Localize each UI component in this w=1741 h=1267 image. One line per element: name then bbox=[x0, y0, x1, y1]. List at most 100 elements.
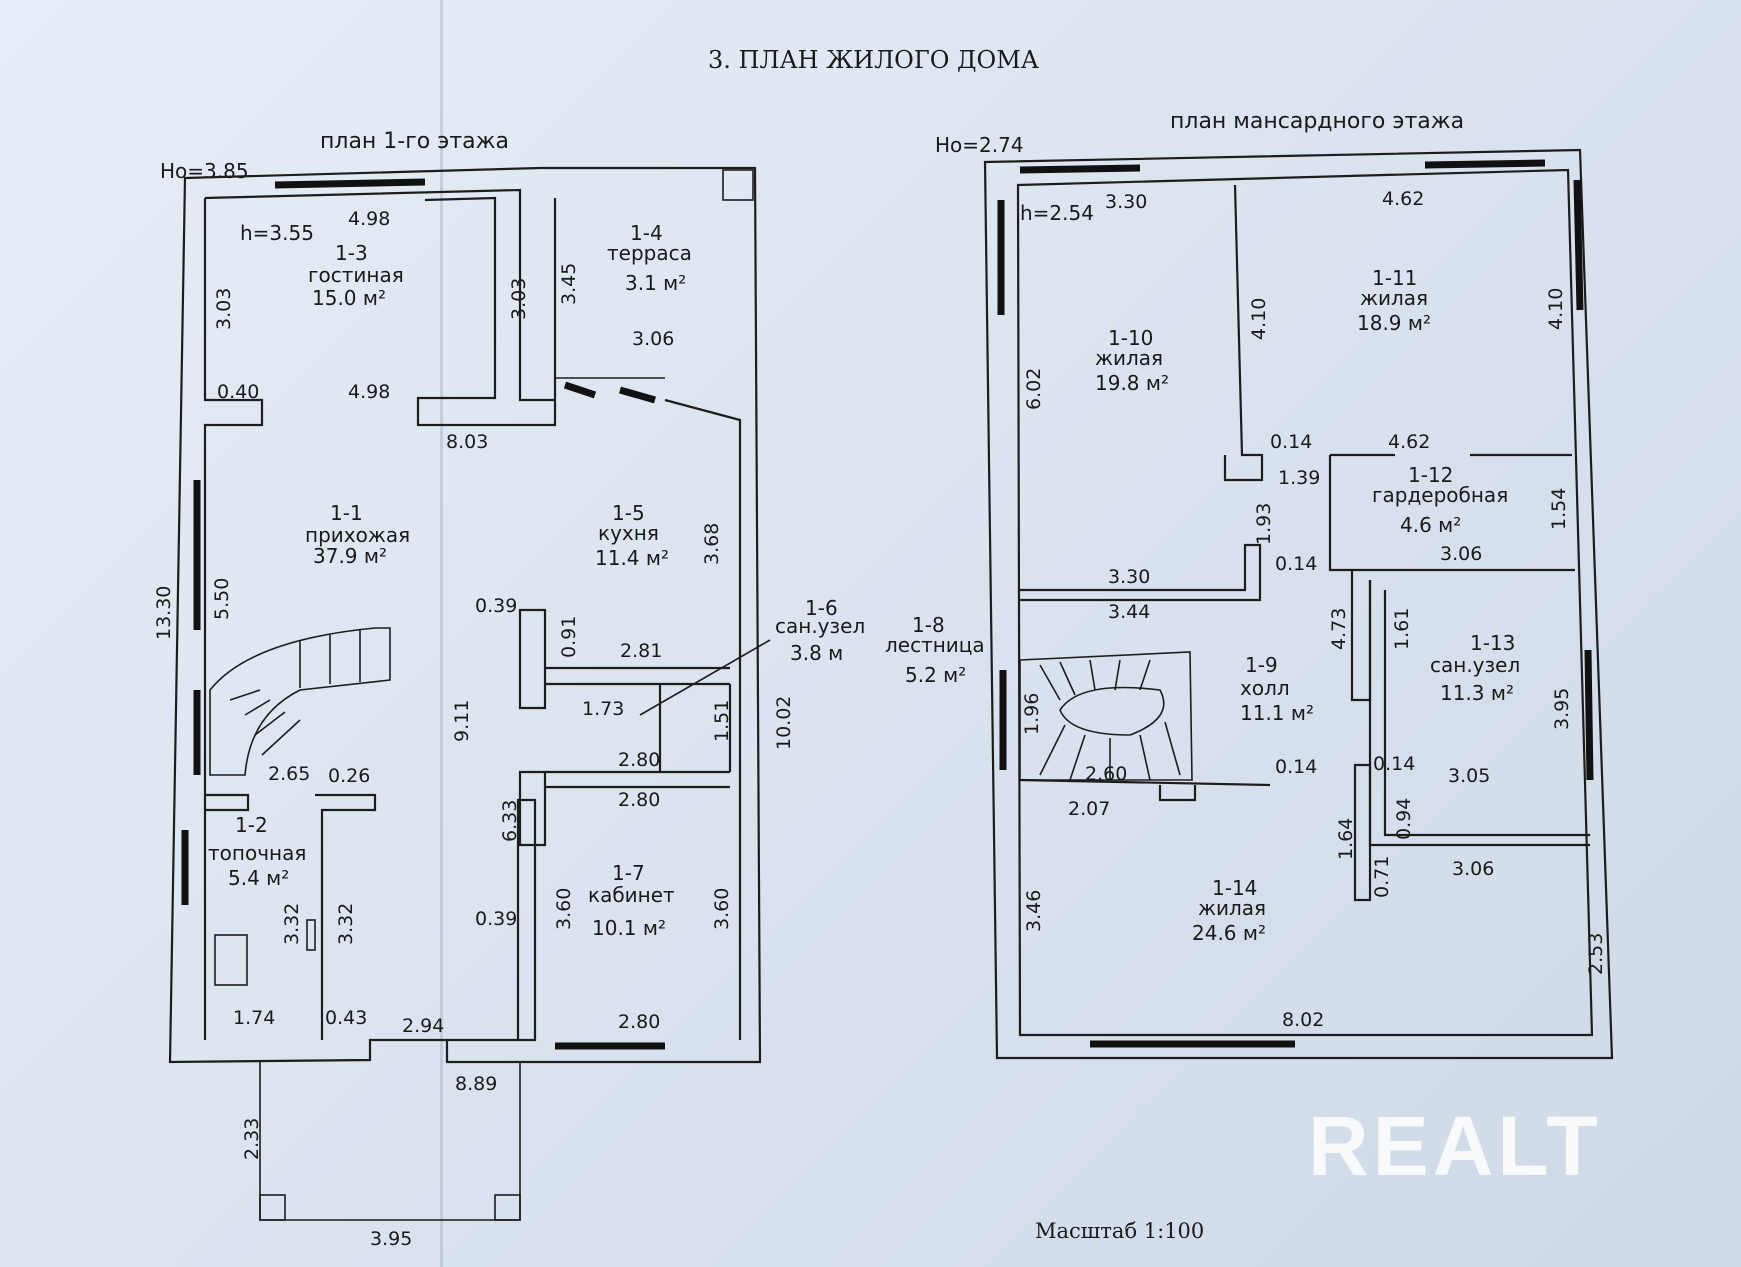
svg-text:0.39: 0.39 bbox=[475, 908, 517, 930]
room-1-2: 1-2 топочная 5.4 м² bbox=[208, 813, 306, 890]
svg-text:8.89: 8.89 bbox=[455, 1073, 497, 1095]
svg-text:4.98: 4.98 bbox=[348, 208, 390, 230]
svg-text:3.95: 3.95 bbox=[370, 1228, 412, 1250]
terrace-door-right bbox=[619, 386, 656, 404]
svg-text:3.03: 3.03 bbox=[508, 278, 530, 320]
svg-text:37.9 м²: 37.9 м² bbox=[313, 544, 387, 568]
svg-text:прихожая: прихожая bbox=[305, 523, 410, 547]
room-1-12: 1-12 гардеробная 4.6 м² bbox=[1372, 463, 1508, 537]
svg-text:24.6 м²: 24.6 м² bbox=[1192, 921, 1266, 945]
first-floor-caption: план 1-го этажа bbox=[320, 129, 509, 154]
boiler-door bbox=[306, 919, 316, 951]
kitchen-pillar bbox=[518, 608, 547, 710]
svg-text:3.32: 3.32 bbox=[335, 903, 357, 945]
svg-text:8.02: 8.02 bbox=[1282, 1009, 1324, 1031]
svg-text:4.62: 4.62 bbox=[1382, 188, 1424, 210]
svg-text:2.33: 2.33 bbox=[241, 1118, 263, 1160]
svg-text:0.94: 0.94 bbox=[1393, 798, 1415, 840]
scale-label: Масштаб 1:100 bbox=[1035, 1219, 1204, 1243]
svg-text:1-5: 1-5 bbox=[612, 501, 645, 525]
bath-lower-wall bbox=[545, 770, 730, 789]
attic-ho-label: Ho=2.74 bbox=[935, 133, 1024, 157]
first-floor-plan bbox=[168, 166, 762, 1221]
first-inner-wall-top bbox=[204, 188, 555, 402]
svg-text:3.06: 3.06 bbox=[632, 328, 674, 350]
svg-text:1.64: 1.64 bbox=[1335, 818, 1357, 860]
svg-text:1-6: 1-6 bbox=[805, 596, 838, 620]
svg-text:1-8: 1-8 bbox=[912, 613, 945, 637]
svg-text:4.98: 4.98 bbox=[348, 381, 390, 403]
svg-text:4.10: 4.10 bbox=[1248, 298, 1270, 340]
svg-text:3.30: 3.30 bbox=[1105, 191, 1147, 213]
svg-text:2.81: 2.81 bbox=[620, 640, 662, 662]
svg-text:1-11: 1-11 bbox=[1372, 266, 1417, 290]
room-1-8: 1-8 лестница 5.2 м² bbox=[885, 613, 985, 687]
svg-text:3.1 м²: 3.1 м² bbox=[625, 271, 686, 295]
svg-text:кабинет: кабинет bbox=[588, 883, 675, 907]
svg-text:18.9 м²: 18.9 м² bbox=[1357, 311, 1431, 335]
svg-text:0.14: 0.14 bbox=[1373, 753, 1415, 775]
svg-text:8.03: 8.03 bbox=[446, 431, 488, 453]
svg-text:13.30: 13.30 bbox=[153, 586, 175, 640]
attic-outer-wall bbox=[983, 148, 1614, 1060]
svg-text:11.4 м²: 11.4 м² bbox=[595, 546, 669, 570]
attic-stair-treads bbox=[1039, 659, 1181, 781]
svg-text:3.30: 3.30 bbox=[1108, 566, 1150, 588]
svg-text:жилая: жилая bbox=[1198, 896, 1266, 920]
room-1-1: 1-1 прихожая 37.9 м² bbox=[305, 501, 410, 568]
hall-upper-wall bbox=[1020, 543, 1262, 602]
attic-inner-wall bbox=[1016, 168, 1594, 1037]
attic-staircase bbox=[1019, 651, 1193, 781]
bath-upper-wall bbox=[545, 666, 730, 686]
svg-text:кухня: кухня bbox=[598, 521, 659, 545]
svg-text:1.74: 1.74 bbox=[233, 1007, 275, 1029]
room-1-11: 1-11 жилая 18.9 м² bbox=[1357, 266, 1431, 335]
bath-side-walls bbox=[658, 684, 732, 772]
svg-text:3.95: 3.95 bbox=[1551, 688, 1573, 730]
svg-text:0.40: 0.40 bbox=[217, 381, 259, 403]
svg-text:1-10: 1-10 bbox=[1108, 326, 1153, 350]
svg-text:2.65: 2.65 bbox=[268, 763, 310, 785]
first-staircase bbox=[209, 627, 391, 776]
attic-window-4 bbox=[1573, 179, 1584, 311]
svg-text:1-13: 1-13 bbox=[1470, 631, 1515, 655]
svg-text:10.02: 10.02 bbox=[773, 696, 795, 750]
svg-text:1.51: 1.51 bbox=[711, 700, 733, 742]
svg-text:лестница: лестница bbox=[885, 633, 985, 657]
svg-text:0.14: 0.14 bbox=[1275, 553, 1317, 575]
first-floor-dimensions: 4.98 3.03 3.03 3.45 3.06 0.40 4.98 8.03 … bbox=[153, 208, 795, 1250]
room-1-3: 1-3 гостиная 15.0 м² bbox=[308, 241, 404, 310]
attic-window-2 bbox=[1424, 159, 1546, 169]
svg-text:1-7: 1-7 bbox=[612, 861, 645, 885]
svg-text:11.1 м²: 11.1 м² bbox=[1240, 701, 1314, 725]
svg-text:3.46: 3.46 bbox=[1023, 890, 1045, 932]
svg-text:жилая: жилая bbox=[1095, 346, 1163, 370]
svg-text:2.53: 2.53 bbox=[1585, 933, 1607, 975]
svg-text:3.06: 3.06 bbox=[1440, 543, 1482, 565]
svg-text:4.73: 4.73 bbox=[1328, 608, 1350, 650]
svg-text:1-12: 1-12 bbox=[1408, 463, 1453, 487]
svg-text:1-9: 1-9 bbox=[1245, 653, 1278, 677]
svg-text:1-1: 1-1 bbox=[330, 501, 363, 525]
stair-treads bbox=[229, 630, 361, 756]
svg-text:гардеробная: гардеробная bbox=[1372, 483, 1508, 507]
svg-text:4.62: 4.62 bbox=[1388, 431, 1430, 453]
realt-watermark: REALT bbox=[1308, 1099, 1602, 1193]
room-1-10: 1-10 жилая 19.8 м² bbox=[1095, 326, 1169, 395]
svg-text:5.2 м²: 5.2 м² bbox=[905, 663, 966, 687]
svg-text:0.71: 0.71 bbox=[1371, 856, 1393, 898]
svg-text:4.6 м²: 4.6 м² bbox=[1400, 513, 1461, 537]
svg-text:0.91: 0.91 bbox=[558, 616, 580, 658]
svg-text:5.50: 5.50 bbox=[211, 578, 233, 620]
svg-text:15.0 м²: 15.0 м² bbox=[312, 286, 386, 310]
svg-text:3.44: 3.44 bbox=[1108, 601, 1150, 623]
svg-text:3.68: 3.68 bbox=[701, 523, 723, 565]
svg-text:1-3: 1-3 bbox=[335, 241, 368, 265]
svg-text:2.80: 2.80 bbox=[618, 1011, 660, 1033]
svg-text:6.33: 6.33 bbox=[499, 800, 521, 842]
porch-column-right bbox=[494, 1194, 521, 1221]
svg-text:4.10: 4.10 bbox=[1545, 288, 1567, 330]
svg-text:1.73: 1.73 bbox=[582, 698, 624, 720]
attic-window-6 bbox=[1584, 649, 1594, 781]
